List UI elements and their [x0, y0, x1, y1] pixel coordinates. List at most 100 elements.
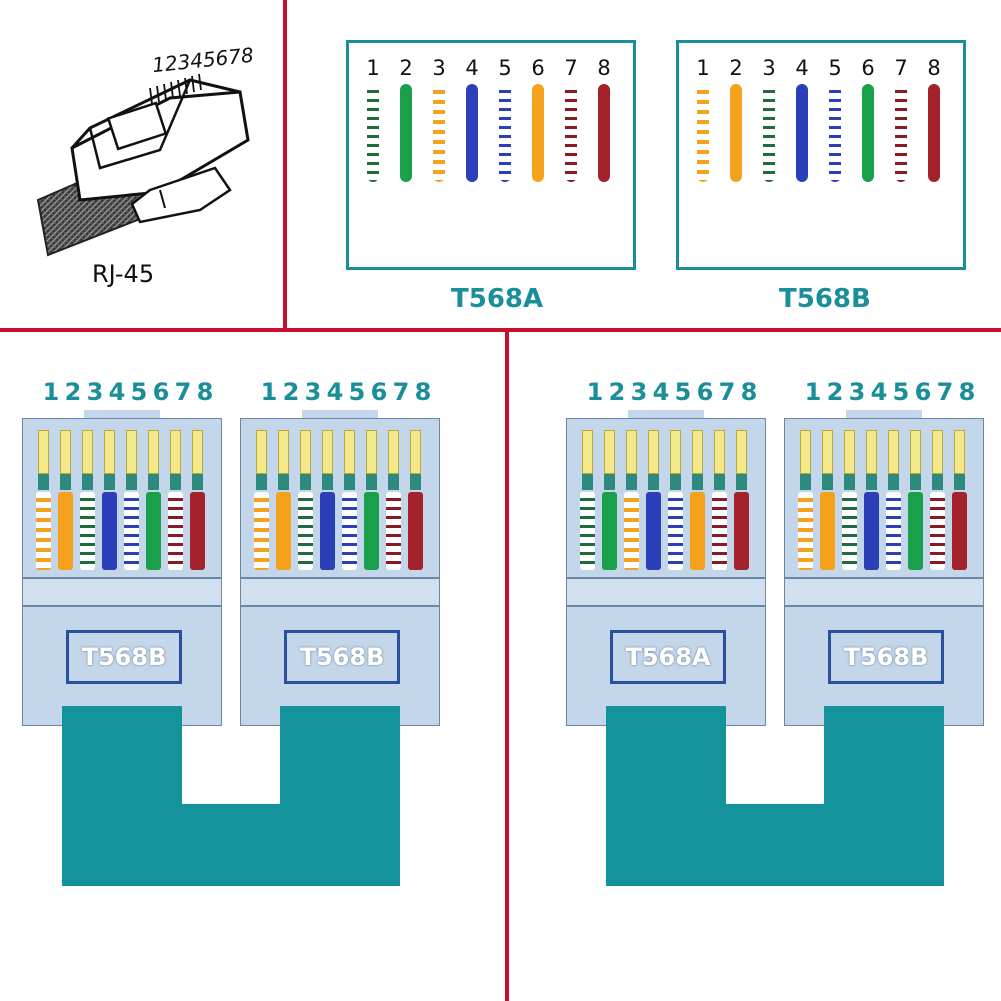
connector-pin-number: 5 [892, 378, 910, 406]
connector-standard-label: T568A [610, 630, 726, 684]
gold-contact [626, 430, 637, 474]
gold-contact [126, 430, 137, 474]
connector-pin-number: 8 [196, 378, 214, 406]
gold-contact [388, 430, 399, 474]
contact-insulator [648, 474, 659, 490]
contact-insulator [736, 474, 747, 490]
contact-insulator [60, 474, 71, 490]
contact-insulator [670, 474, 681, 490]
connector-tab [628, 410, 704, 418]
divider-bottom-vertical [505, 332, 509, 1001]
connector-wire-white-green [580, 492, 595, 570]
gold-contact [60, 430, 71, 474]
contact-insulator [300, 474, 311, 490]
wire-white-green [367, 84, 379, 182]
wire-white-brown [895, 84, 907, 182]
contact-insulator [932, 474, 943, 490]
connector-wire-brown [408, 492, 423, 570]
connector-body [240, 578, 440, 606]
contact-insulator [366, 474, 377, 490]
connector-wire-brown [952, 492, 967, 570]
connector-pin-number: 1 [260, 378, 278, 406]
rj45-plug-drawing [36, 73, 250, 257]
connector-pin-number: 7 [174, 378, 192, 406]
contact-insulator [888, 474, 899, 490]
pin-number: 7 [894, 56, 908, 80]
divider-horizontal [0, 328, 1001, 332]
contact-insulator [910, 474, 921, 490]
connector-wire-white-green [298, 492, 313, 570]
connector-pin-number: 7 [936, 378, 954, 406]
connector-tab [84, 410, 160, 418]
cable-bottom [606, 804, 944, 886]
connector-head [784, 418, 984, 578]
contact-insulator [278, 474, 289, 490]
connector-pin-number: 6 [152, 378, 170, 406]
connector-pin-number: 6 [696, 378, 714, 406]
connector-pin-number: 2 [826, 378, 844, 406]
connector-wire-blue [864, 492, 879, 570]
gold-contact [714, 430, 725, 474]
connector-wire-white-blue [124, 492, 139, 570]
wire-white-orange [697, 84, 709, 182]
t568b-title: T568B [779, 284, 871, 314]
connector-pin-number: 2 [608, 378, 626, 406]
pin-number: 5 [498, 56, 512, 80]
gold-contact [844, 430, 855, 474]
gold-contact [888, 430, 899, 474]
gold-contact [38, 430, 49, 474]
wire-white-blue [499, 84, 511, 182]
connector-pin-number: 3 [630, 378, 648, 406]
gold-contact [82, 430, 93, 474]
connector-wire-orange [276, 492, 291, 570]
contact-insulator [344, 474, 355, 490]
pin-number: 4 [795, 56, 809, 80]
connector-pin-number: 1 [586, 378, 604, 406]
gold-contact [670, 430, 681, 474]
connector-wire-white-green [80, 492, 95, 570]
connector-standard-label: T568B [284, 630, 400, 684]
contact-insulator [692, 474, 703, 490]
connector-wire-brown [734, 492, 749, 570]
gold-contact [278, 430, 289, 474]
contact-insulator [82, 474, 93, 490]
contact-insulator [954, 474, 965, 490]
connector-pin-number: 4 [108, 378, 126, 406]
pin-number: 1 [696, 56, 710, 80]
connector-wire-orange [58, 492, 73, 570]
contact-insulator [822, 474, 833, 490]
contact-insulator [322, 474, 333, 490]
gold-contact [192, 430, 203, 474]
gold-contact [822, 430, 833, 474]
connector-standard-label: T568B [66, 630, 182, 684]
connector-pin-number: 6 [370, 378, 388, 406]
connector-pin-number: 4 [652, 378, 670, 406]
connector-pin-number: 8 [414, 378, 432, 406]
connector-head [240, 418, 440, 578]
connector-pin-number: 2 [64, 378, 82, 406]
contact-insulator [38, 474, 49, 490]
wire-orange [532, 84, 544, 182]
gold-contact [300, 430, 311, 474]
gold-contact [932, 430, 943, 474]
wire-orange [730, 84, 742, 182]
connector-tab [846, 410, 922, 418]
contact-insulator [126, 474, 137, 490]
connector-head [566, 418, 766, 578]
connector-wire-white-blue [668, 492, 683, 570]
connector-pin-number: 8 [740, 378, 758, 406]
wire-brown [598, 84, 610, 182]
connector-pin-number: 4 [326, 378, 344, 406]
divider-top-vertical [283, 0, 287, 332]
connector-pin-number: 3 [848, 378, 866, 406]
contact-insulator [256, 474, 267, 490]
connector-pin-number: 4 [870, 378, 888, 406]
connector-wire-blue [320, 492, 335, 570]
pin-number: 3 [432, 56, 446, 80]
contact-insulator [388, 474, 399, 490]
wire-green [862, 84, 874, 182]
pin-number: 7 [564, 56, 578, 80]
connector-wire-green [602, 492, 617, 570]
